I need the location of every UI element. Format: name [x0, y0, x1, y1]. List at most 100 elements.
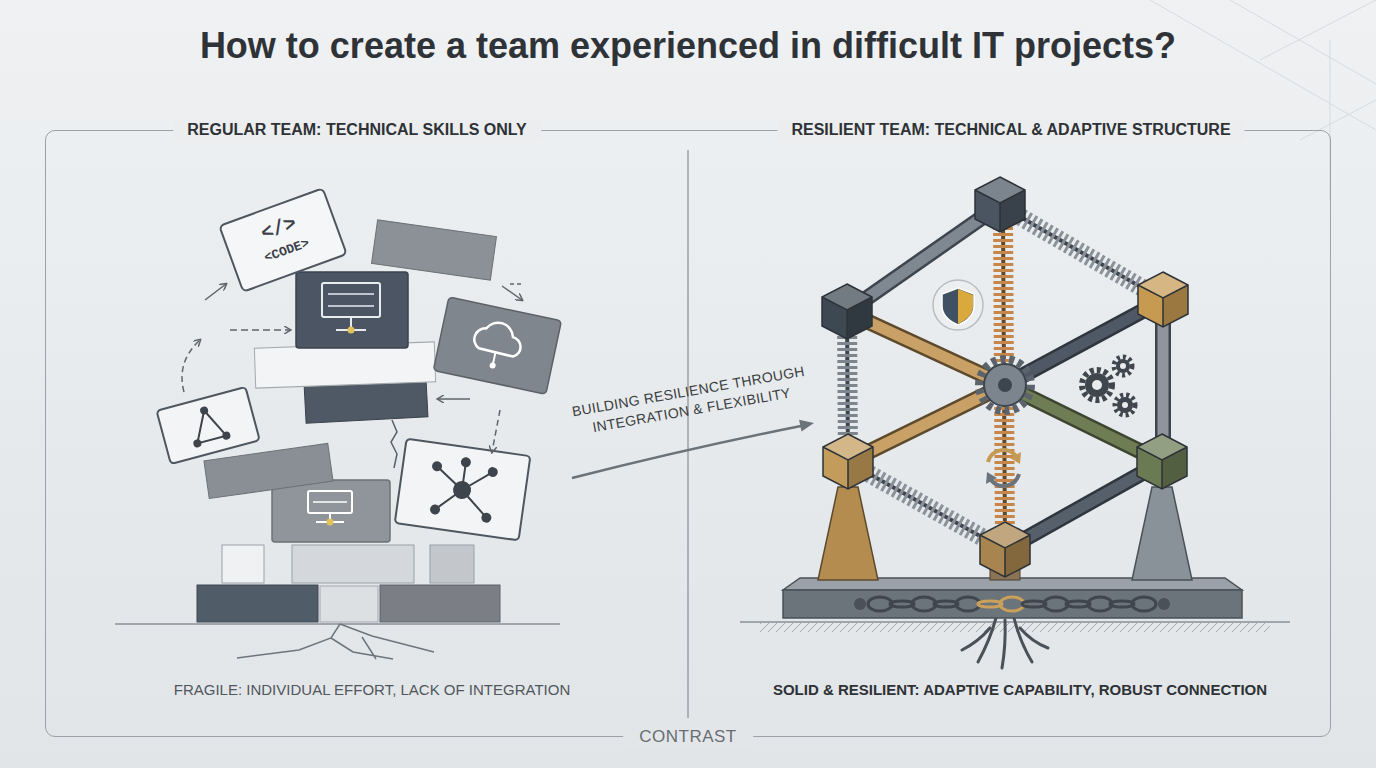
- fragile-stack: [472, 318, 525, 358]
- resilient-structure: [978, 618, 996, 662]
- fragile-stack: [157, 387, 260, 464]
- resilient-structure: [991, 474, 1019, 486]
- fragile-stack: [502, 286, 522, 300]
- fragile-stack: [433, 297, 561, 394]
- fragile-stack: [254, 342, 435, 388]
- resilient-structure: [854, 598, 866, 610]
- contrast-frame: CONTRASTREGULAR TEAM: TECHNICAL SKILLS O…: [45, 130, 1331, 737]
- resilient-structure: [1085, 373, 1109, 397]
- fragile-stack: [431, 461, 442, 472]
- fragile-stack: [510, 283, 522, 285]
- resilient-structure: [740, 177, 1290, 668]
- fragile-stack: [115, 623, 560, 625]
- fragile-stack: [327, 519, 334, 526]
- panel-caption: SOLID & RESILIENT: ADAPTIVE CAPABILITY, …: [773, 680, 1267, 700]
- diagram-title: How to create a team experienced in diff…: [0, 22, 1376, 70]
- fragile-stack: [431, 458, 494, 517]
- resilient-structure: [1115, 395, 1135, 415]
- resilient-structure: [1132, 597, 1156, 611]
- fragile-stack: [438, 398, 470, 400]
- resilient-structure: [958, 289, 973, 324]
- fragile-stack: [115, 188, 561, 659]
- resilient-structure: [1000, 597, 1024, 611]
- fragile-stack: [391, 420, 397, 468]
- resilient-structure: [868, 597, 1156, 611]
- resilient-structure: [1020, 628, 1048, 648]
- resilient-structure: [956, 597, 980, 611]
- fragile-stack: [182, 340, 200, 392]
- resilient-structure: [868, 597, 892, 611]
- resilient-structure: [823, 434, 873, 489]
- resilient-structure: [1114, 357, 1132, 375]
- fragile-stack: [489, 362, 496, 369]
- resilient-structure: [1122, 402, 1128, 408]
- fragile-stack: [192, 438, 202, 448]
- fragile-stack: [197, 585, 318, 622]
- fragile-stack: [205, 284, 226, 300]
- fragile-stack: [430, 545, 474, 583]
- fragile-stack: [320, 586, 378, 622]
- resilient-structure: [1066, 601, 1090, 607]
- resilient-structure: [1132, 487, 1192, 580]
- resilient-structure: [818, 487, 878, 580]
- fragile-stack: [372, 220, 497, 280]
- fragile-stack: [237, 624, 434, 659]
- resilient-structure: [962, 618, 1048, 668]
- fragile-stack: [380, 585, 500, 622]
- resilient-team-panel: RESILIENT TEAM: TECHNICAL & ADAPTIVE STR…: [688, 131, 1330, 735]
- arrow-label: BUILDING RESILIENCE THROUGH INTEGRATION …: [558, 360, 823, 443]
- frame-caption: CONTRAST: [623, 726, 753, 748]
- fragile-stack: [322, 283, 380, 317]
- fragile-stack: [199, 406, 209, 416]
- fragile-stack: [481, 512, 492, 523]
- background-lines: [1150, 0, 1376, 200]
- fragile-stack: [395, 439, 531, 541]
- resilient-structure: [1120, 363, 1126, 369]
- fragile-stack: [308, 491, 352, 513]
- resilient-structure: [978, 601, 1002, 607]
- fragile-stack: [395, 439, 531, 541]
- fragile-stack: [219, 188, 346, 291]
- resilient-structure: [1092, 380, 1102, 390]
- resilient-structure: [975, 177, 1025, 232]
- panel-divider: [687, 150, 689, 718]
- resilient-structure: [984, 364, 1026, 406]
- resilient-structure: [933, 280, 983, 330]
- resilient-structure: [1082, 370, 1112, 400]
- fragile-stack: [493, 352, 495, 364]
- fragile-stack: [292, 545, 414, 583]
- resilient-structure: [942, 288, 974, 325]
- resilient-structure: [783, 590, 1242, 618]
- background-lines: [1150, 0, 1376, 200]
- panel-heading: RESILIENT TEAM: TECHNICAL & ADAPTIVE STR…: [777, 120, 1244, 140]
- resilient-structure: [1110, 601, 1134, 607]
- resilient-structure: [980, 522, 1030, 577]
- resilient-structure: [1137, 434, 1187, 489]
- resilient-structure: [998, 378, 1012, 392]
- resilient-structure: [1116, 359, 1130, 373]
- fragile-stack: [433, 297, 561, 394]
- fragile-stack: [348, 327, 355, 334]
- resilient-structure: [912, 597, 936, 611]
- resilient-structure: [1158, 598, 1170, 610]
- fragile-stack: [230, 329, 290, 331]
- resilient-structure: [890, 601, 914, 607]
- fragile-stack: [182, 284, 522, 452]
- resilient-structure: [1002, 620, 1005, 668]
- fragile-stack: [222, 545, 264, 583]
- fragile-stack: [492, 410, 500, 452]
- resilient-structure: [1014, 618, 1032, 662]
- fragile-stack: [221, 431, 231, 441]
- resilient-structure: [962, 628, 990, 650]
- fragile-stack: [272, 480, 390, 542]
- resilient-structure: [1138, 272, 1188, 327]
- resilient-structure: [988, 450, 1016, 462]
- resilient-structure: [1088, 597, 1112, 611]
- resilient-structure: [1117, 397, 1133, 413]
- fragile-stack: [313, 501, 347, 503]
- fragile-stack: [204, 443, 333, 498]
- fragile-stack: [452, 480, 472, 500]
- resilient-structure: [1022, 601, 1046, 607]
- fragile-stack: [460, 457, 471, 468]
